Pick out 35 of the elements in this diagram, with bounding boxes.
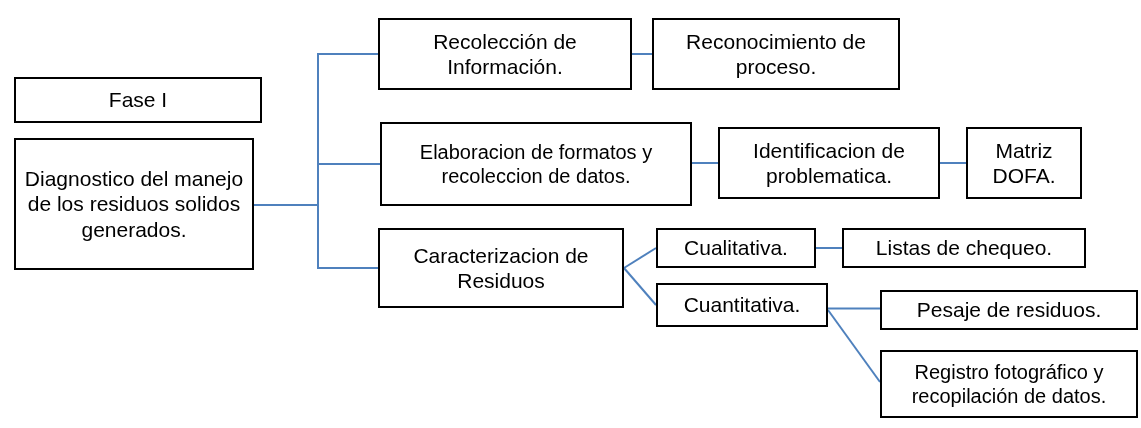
box-text: Cualitativa. xyxy=(684,235,788,261)
process-box xyxy=(656,283,828,327)
box-text: Registro fotográfico y recopilación de datos. xyxy=(910,360,1108,408)
process-box xyxy=(378,228,624,308)
box-text: Diagnostico del manejo de los residuos solidos generados. xyxy=(23,166,245,242)
process-box xyxy=(380,122,692,206)
connector-line xyxy=(815,247,843,249)
process-box xyxy=(14,77,262,123)
connector-line xyxy=(827,307,881,310)
connector-line xyxy=(631,53,653,55)
box-text: Reconocimiento de proceso. xyxy=(685,28,867,80)
process-box xyxy=(718,127,940,199)
connector-line xyxy=(691,162,719,164)
process-box xyxy=(842,228,1086,268)
box-text: Matriz DOFA. xyxy=(991,137,1057,189)
process-box xyxy=(656,228,816,268)
box-text: Caracterizacion de Residuos xyxy=(412,242,590,294)
box-text: Recolección de Información. xyxy=(432,28,578,80)
connector-line xyxy=(623,247,657,269)
process-box xyxy=(966,127,1082,199)
box-text: Listas de chequeo. xyxy=(875,235,1053,261)
process-box xyxy=(880,350,1138,418)
box-text: Pesaje de residuos. xyxy=(916,297,1102,323)
connector-line xyxy=(939,162,967,164)
process-box xyxy=(14,138,254,270)
process-box xyxy=(652,18,900,90)
box-text: Cuantitativa. xyxy=(683,292,801,318)
connector-line xyxy=(827,309,881,383)
connector-line xyxy=(253,204,379,269)
box-text: Elaboracion de formatos y recoleccion de datos. xyxy=(418,140,654,188)
connector-line xyxy=(623,267,657,306)
box-text: Identificacion de problematica. xyxy=(752,137,906,189)
process-box xyxy=(880,290,1138,330)
process-box xyxy=(378,18,632,90)
box-text: Fase I xyxy=(108,87,168,113)
